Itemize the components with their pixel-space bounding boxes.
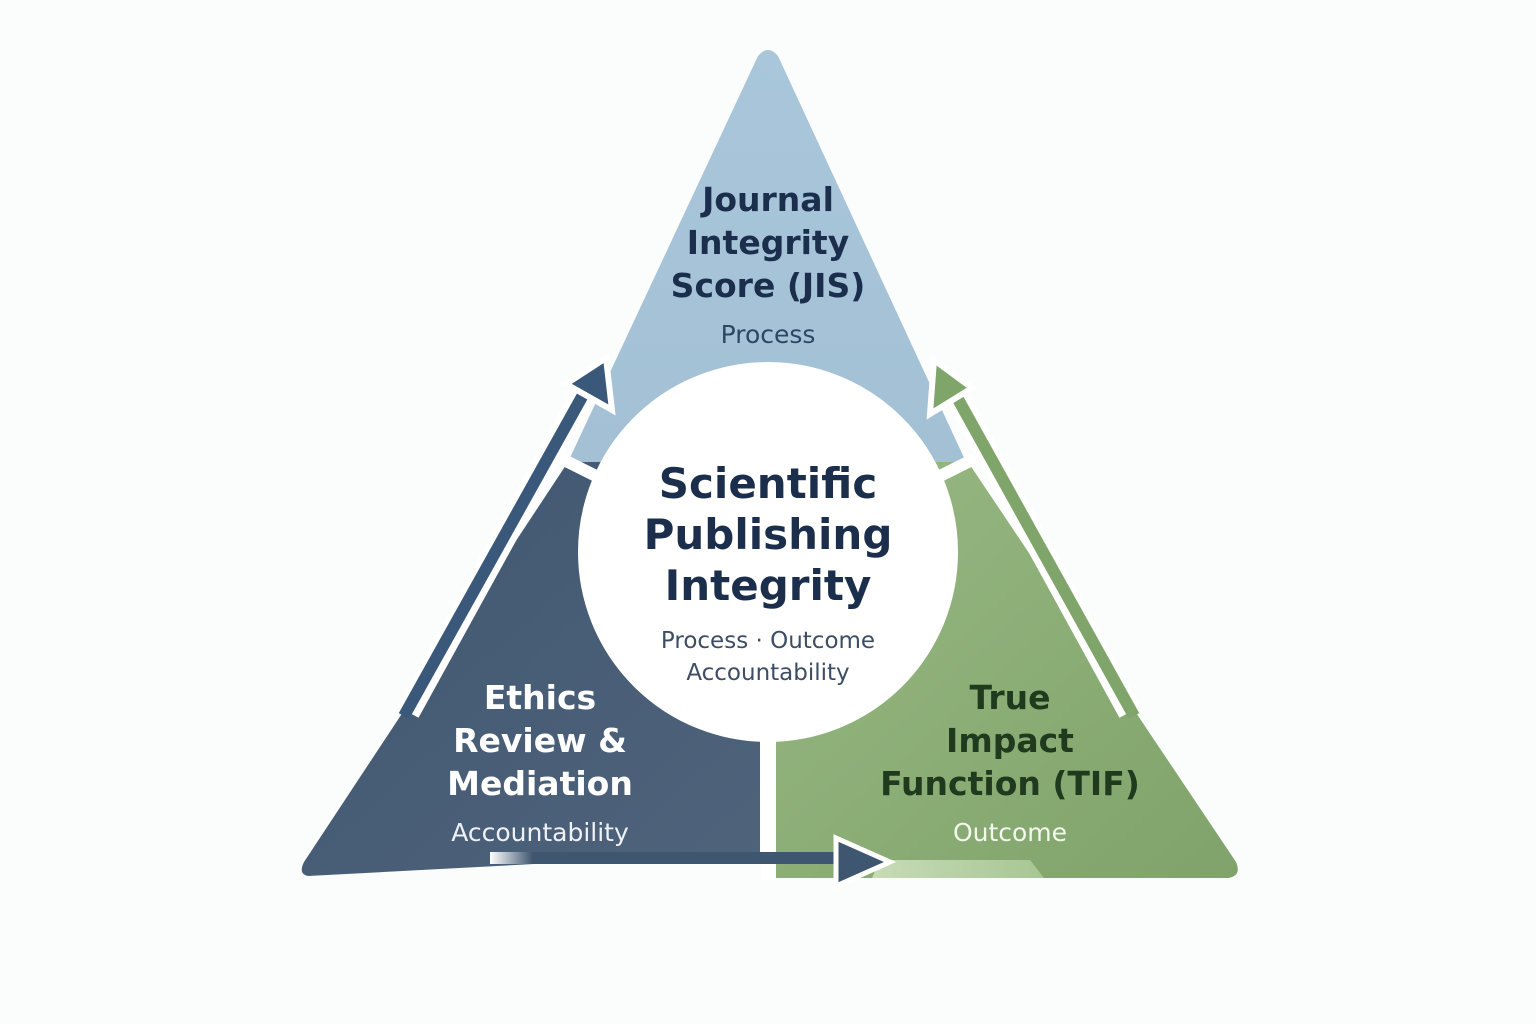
center-title-line-2: Publishing xyxy=(643,510,893,559)
right-edge-arrow xyxy=(926,354,1141,719)
left-edge-arrow xyxy=(397,352,616,719)
tif-subtitle: Outcome xyxy=(952,818,1068,847)
center-label: Scientific Publishing Integrity Process … xyxy=(600,458,936,689)
top-segment-shape xyxy=(568,50,966,462)
ethics-subtitle: Accountability xyxy=(451,818,629,847)
jis-title: Journal Integrity Score (JIS) xyxy=(568,178,968,307)
bottom-edge-arrow xyxy=(490,834,1044,890)
right-segment-label: True Impact Function (TIF) Outcome xyxy=(840,676,1180,849)
center-title-line-3: Integrity xyxy=(664,561,872,610)
ethics-title-line-3: Mediation xyxy=(447,764,633,803)
center-circle xyxy=(578,362,958,742)
tif-title-line-1: True xyxy=(969,678,1051,717)
ethics-title: Ethics Review & Mediation xyxy=(380,676,700,805)
center-title: Scientific Publishing Integrity xyxy=(600,458,936,611)
center-subtitle-line-1: Process · Outcome xyxy=(660,628,876,654)
jis-title-line-1: Journal xyxy=(702,180,834,219)
jis-title-line-3: Score (JIS) xyxy=(670,266,866,305)
center-title-line-1: Scientific xyxy=(658,459,878,508)
jis-subtitle: Process xyxy=(720,320,816,349)
left-segment-label: Ethics Review & Mediation Accountability xyxy=(380,676,700,849)
center-subtitle: Process · Outcome Accountability xyxy=(600,625,936,689)
tif-title-line-2: Impact xyxy=(946,721,1074,760)
tif-title: True Impact Function (TIF) xyxy=(840,676,1180,805)
top-segment-label: Journal Integrity Score (JIS) Process xyxy=(568,178,968,351)
center-subtitle-line-2: Accountability xyxy=(686,660,850,686)
tif-title-line-3: Function (TIF) xyxy=(880,764,1140,803)
ethics-title-line-1: Ethics xyxy=(483,678,597,717)
jis-title-line-2: Integrity xyxy=(686,223,850,262)
ethics-title-line-2: Review & xyxy=(453,721,627,760)
